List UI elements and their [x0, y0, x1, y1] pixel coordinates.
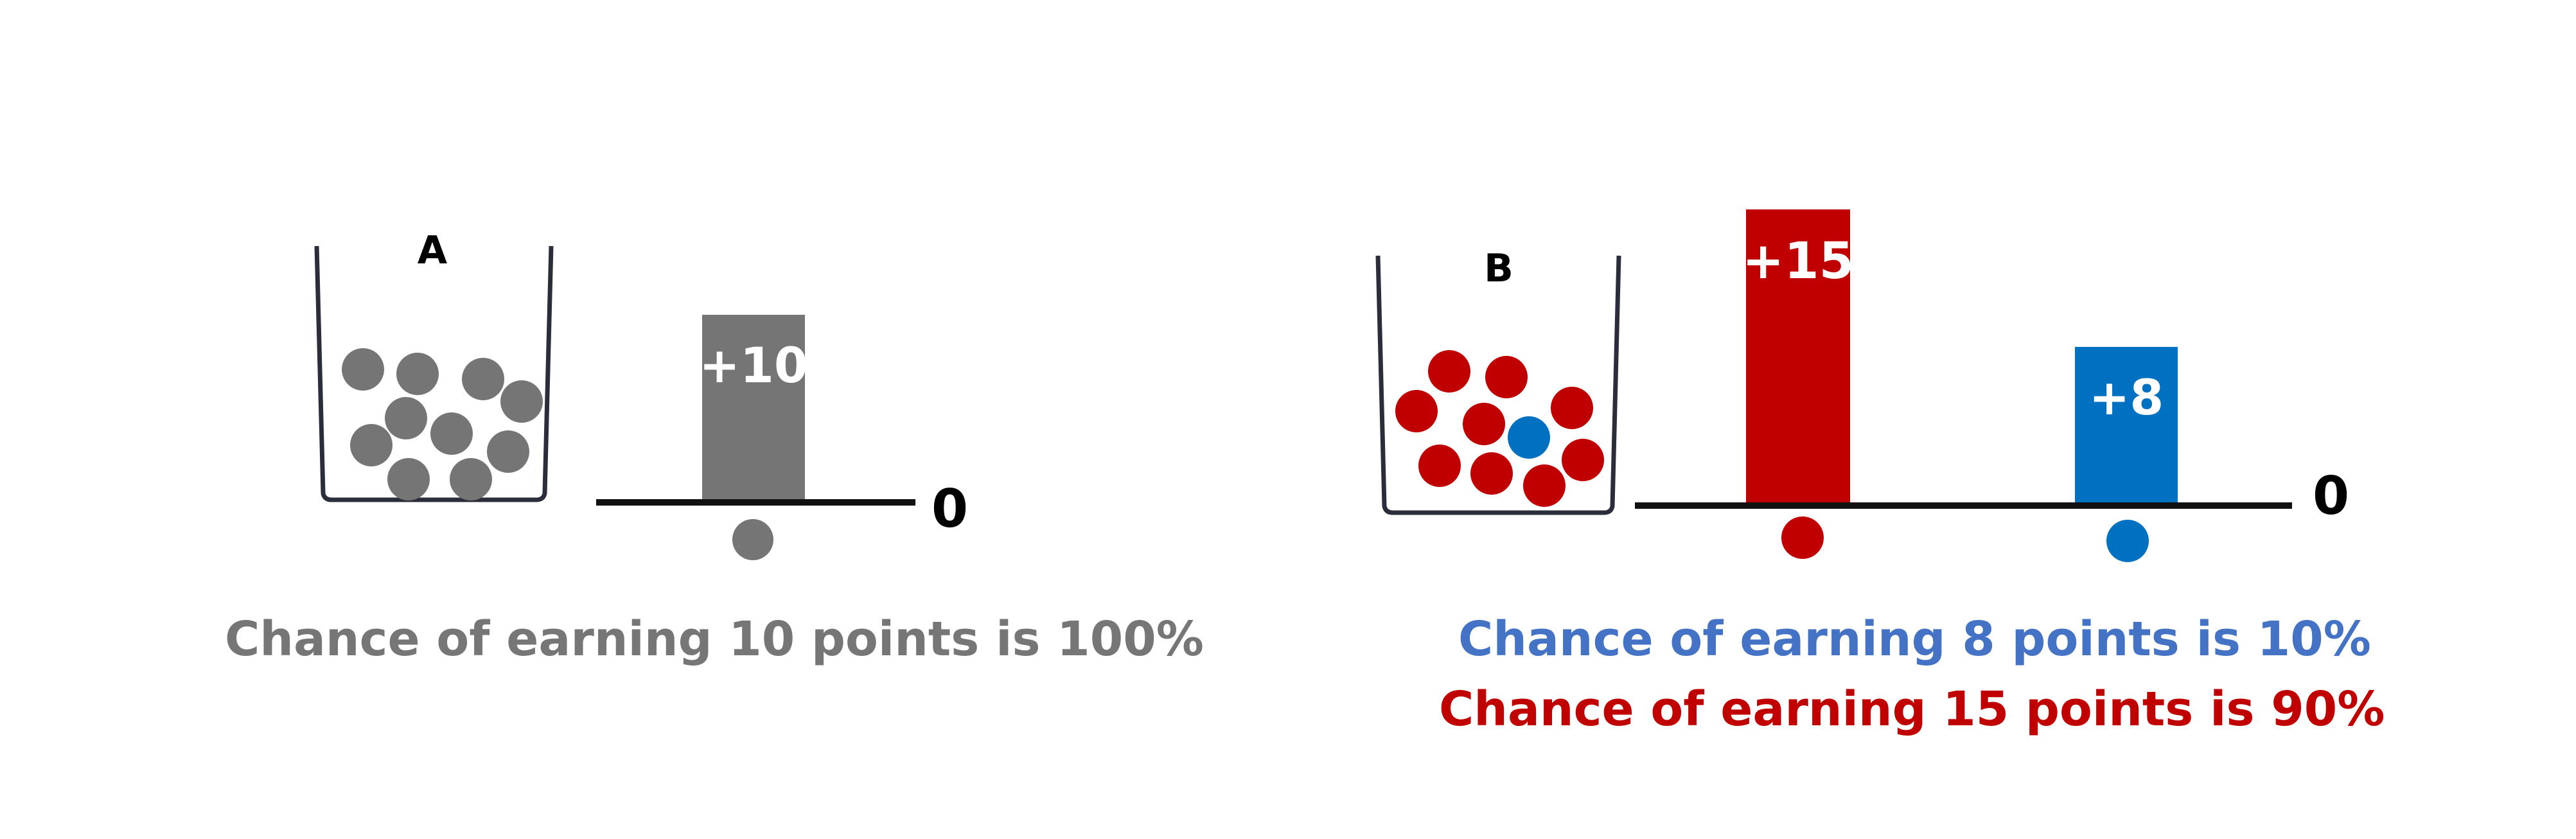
ball-red: [1562, 439, 1604, 481]
ball-red: [1418, 445, 1461, 487]
ball-gray: [500, 380, 543, 423]
ball-gray: [462, 358, 504, 400]
ball-red: [1551, 387, 1593, 429]
ball-red: [1485, 356, 1528, 398]
bar-b-15: [1746, 209, 1850, 506]
ball-gray: [350, 424, 393, 466]
cup-b-balls: [1395, 350, 1604, 507]
cup-b-label: B: [1484, 246, 1513, 291]
ball-red: [1395, 390, 1438, 432]
bar-b-15-label: +15: [1742, 233, 1854, 290]
caption-option-b-red: Chance of earning 15 points is 90%: [1439, 682, 2385, 737]
ball-red: [1428, 350, 1470, 393]
ball-gray: [450, 458, 492, 500]
bar-a-10: [702, 315, 805, 501]
cup-a-balls: [342, 348, 543, 500]
ball-red: [1523, 464, 1566, 507]
ball-gray: [385, 397, 427, 439]
ball-blue: [1508, 416, 1550, 459]
cup-a-label: A: [418, 228, 448, 273]
ball-red: [1470, 452, 1513, 495]
ball-gray: [487, 430, 529, 473]
caption-option-a: Chance of earning 10 points is 100%: [225, 612, 1204, 667]
bar-b-8: [2075, 347, 2178, 506]
bar-a-10-label: +10: [699, 337, 807, 394]
baseline-b-zero: 0: [2313, 466, 2349, 527]
cup-b: [1375, 255, 1621, 515]
marker-blue: [2106, 520, 2149, 562]
cup-a: [314, 245, 554, 502]
ball-red: [1463, 403, 1505, 445]
caption-option-b-blue: Chance of earning 8 points is 10%: [1458, 612, 2371, 667]
bar-b-8-label: +8: [2089, 369, 2164, 426]
ball-gray: [396, 353, 439, 395]
ball-gray: [387, 458, 430, 500]
baseline-a-zero: 0: [931, 479, 968, 540]
option-a: A +10 0: [314, 228, 968, 560]
ball-gray: [430, 412, 473, 455]
ball-gray: [342, 348, 384, 391]
marker-red: [1781, 517, 1824, 559]
option-b: B +15 +8 0: [1375, 209, 2349, 562]
marker-gray: [732, 519, 773, 560]
